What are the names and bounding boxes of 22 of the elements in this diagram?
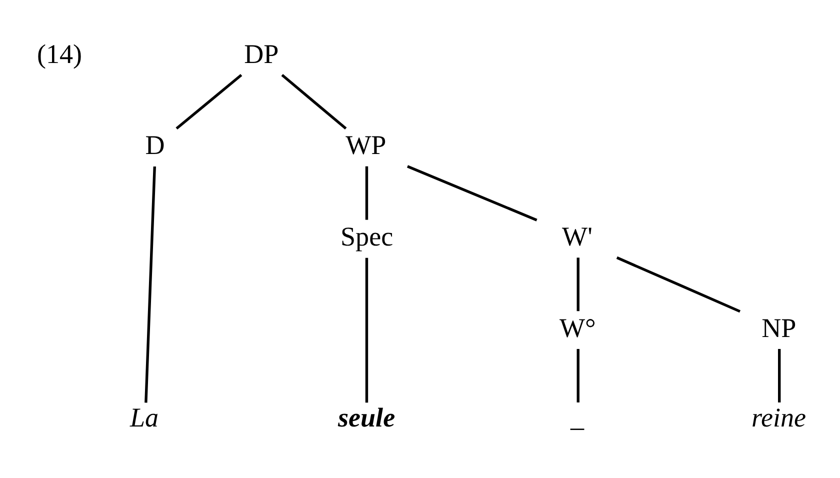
node-text: _: [570, 402, 584, 432]
node-text: D: [145, 130, 165, 160]
connector: [576, 258, 580, 312]
connector: [281, 74, 347, 130]
node-text: Spec: [340, 221, 394, 252]
node-text: NP: [762, 312, 796, 343]
node-text: seule: [338, 402, 396, 432]
node-text: W': [562, 221, 592, 252]
node-text: DP: [244, 38, 279, 69]
connector: [576, 348, 580, 402]
node-text: La: [130, 402, 159, 432]
connector: [176, 74, 242, 130]
node-text: W°: [560, 312, 596, 343]
connector: [144, 166, 156, 403]
connector: [616, 256, 741, 313]
connector: [406, 165, 538, 222]
connector: [778, 348, 781, 402]
node-text: reine: [751, 402, 806, 432]
node-text: WP: [346, 130, 386, 160]
connector: [365, 258, 368, 403]
label: (14): [36, 38, 82, 69]
connector: [365, 166, 368, 220]
